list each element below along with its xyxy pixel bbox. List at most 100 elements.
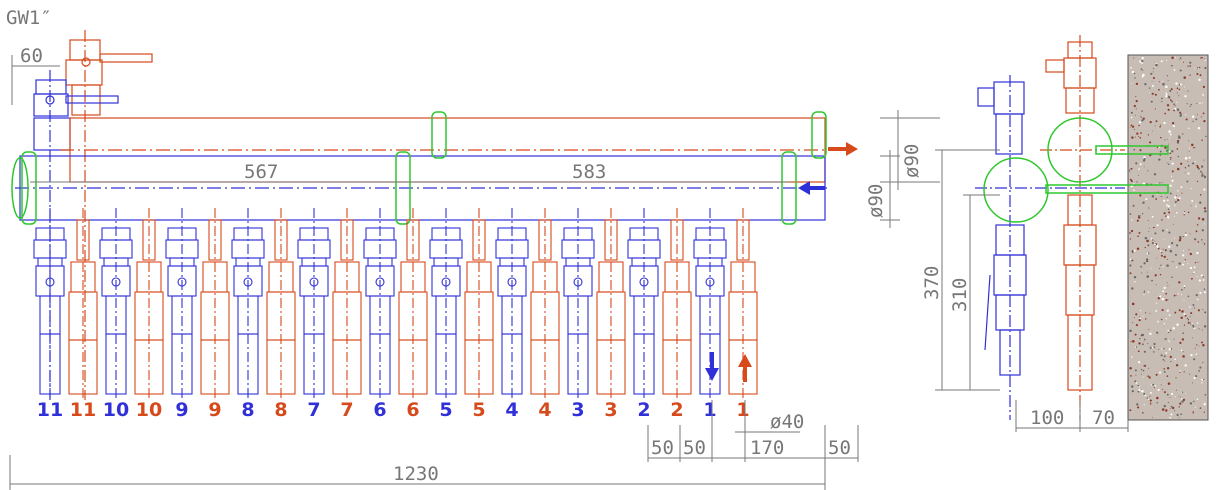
wall-speck (1190, 323, 1192, 325)
wall-speck (1195, 375, 1198, 378)
wall-speck (1140, 116, 1142, 119)
wall-speck (1150, 100, 1153, 103)
wall-speck (1131, 70, 1135, 74)
wall-speck (1176, 108, 1178, 109)
wall-speck (1165, 93, 1168, 96)
wall-speck (1166, 162, 1168, 164)
wall-speck (1133, 57, 1135, 59)
wall-speck (1192, 273, 1194, 275)
wall-speck (1163, 368, 1165, 370)
wall-speck (1138, 124, 1140, 127)
circuit-return-7 (297, 208, 331, 398)
wall-speck (1160, 354, 1163, 357)
wall-speck (1138, 342, 1141, 345)
wall-speck (1166, 375, 1169, 377)
wall-speck (1143, 156, 1146, 159)
wall-speck (1130, 229, 1134, 233)
wall-speck (1203, 365, 1205, 366)
wall-speck (1188, 306, 1190, 308)
wall-speck (1195, 294, 1198, 297)
wall-speck (1153, 68, 1155, 70)
wall-speck (1156, 193, 1158, 195)
wall-speck (1190, 306, 1191, 308)
wall-speck (1163, 286, 1166, 289)
wall-speck (1193, 400, 1195, 403)
wall-speck (1180, 413, 1183, 416)
wall-speck (1140, 265, 1142, 268)
wall-speck (1171, 99, 1173, 101)
wall-speck (1169, 89, 1172, 92)
wall-speck (1141, 389, 1144, 393)
wall-speck (1154, 240, 1156, 242)
side-height-370: 370 (921, 266, 943, 300)
wall-speck (1192, 162, 1195, 165)
wall-speck (1183, 260, 1185, 262)
wall-speck (1145, 258, 1149, 261)
wall-speck (1129, 264, 1132, 267)
wall-speck (1202, 112, 1205, 115)
wall-speck (1181, 288, 1183, 291)
wall-speck (1189, 252, 1193, 256)
wall-speck (1180, 293, 1183, 296)
wall-speck (1151, 195, 1155, 198)
wall-speck (1201, 172, 1203, 174)
wall-speck (1163, 121, 1166, 125)
wall-speck (1174, 200, 1177, 204)
wall-speck (1146, 252, 1149, 255)
wall-speck (1163, 239, 1165, 241)
wall-speck (1171, 65, 1173, 67)
circuit-return-9 (165, 208, 199, 398)
wall-speck (1182, 254, 1185, 257)
circuit-1-return-arrow (705, 352, 719, 381)
wall-speck (1134, 77, 1136, 79)
wall-speck (1188, 151, 1190, 153)
wall-speck (1159, 273, 1162, 276)
wall-speck (1188, 156, 1191, 159)
wall-speck (1151, 92, 1154, 95)
wall-speck (1139, 136, 1142, 139)
wall-speck (1152, 351, 1155, 353)
wall-speck (1147, 220, 1149, 222)
wall-speck (1198, 66, 1201, 69)
wall-speck (1141, 60, 1144, 63)
wall-speck (1178, 88, 1181, 91)
return-valve (33, 70, 119, 400)
wall-speck (1202, 361, 1204, 364)
wall-speck (1155, 373, 1158, 376)
wall-speck (1189, 74, 1191, 76)
wall-speck (1166, 393, 1169, 396)
wall-speck (1183, 76, 1186, 79)
wall-speck (1163, 370, 1166, 373)
circuit-supply-5 (464, 208, 494, 398)
wall-speck (1179, 83, 1182, 86)
circuit-supply-4 (530, 208, 560, 398)
circuit-supply-8 (266, 208, 296, 398)
wall-speck (1183, 212, 1186, 214)
wall-speck (1148, 244, 1150, 247)
wall-speck (1172, 125, 1175, 128)
wall-speck (1137, 360, 1141, 364)
wall-speck (1146, 239, 1149, 243)
wall-speck (1137, 350, 1140, 353)
wall-speck (1150, 72, 1153, 75)
wall-speck (1187, 140, 1189, 142)
wall-gap-70: 70 (1092, 407, 1115, 429)
wall-speck (1143, 392, 1146, 395)
wall-speck (1148, 207, 1150, 209)
wall-speck (1144, 364, 1147, 367)
wall-speck (1164, 360, 1166, 362)
circuit-supply-3 (596, 208, 626, 398)
wall-speck (1154, 108, 1156, 110)
wall-speck (1178, 262, 1181, 265)
wall-speck (1159, 295, 1162, 298)
wall-speck (1199, 366, 1202, 369)
wall-speck (1162, 388, 1164, 390)
wall-speck (1163, 404, 1167, 408)
wall-speck (1194, 146, 1196, 149)
wall-speck (1175, 56, 1177, 58)
wall-speck (1148, 227, 1150, 229)
supply-valve (65, 30, 153, 400)
wall-speck (1169, 133, 1172, 136)
wall-speck (1165, 249, 1167, 251)
